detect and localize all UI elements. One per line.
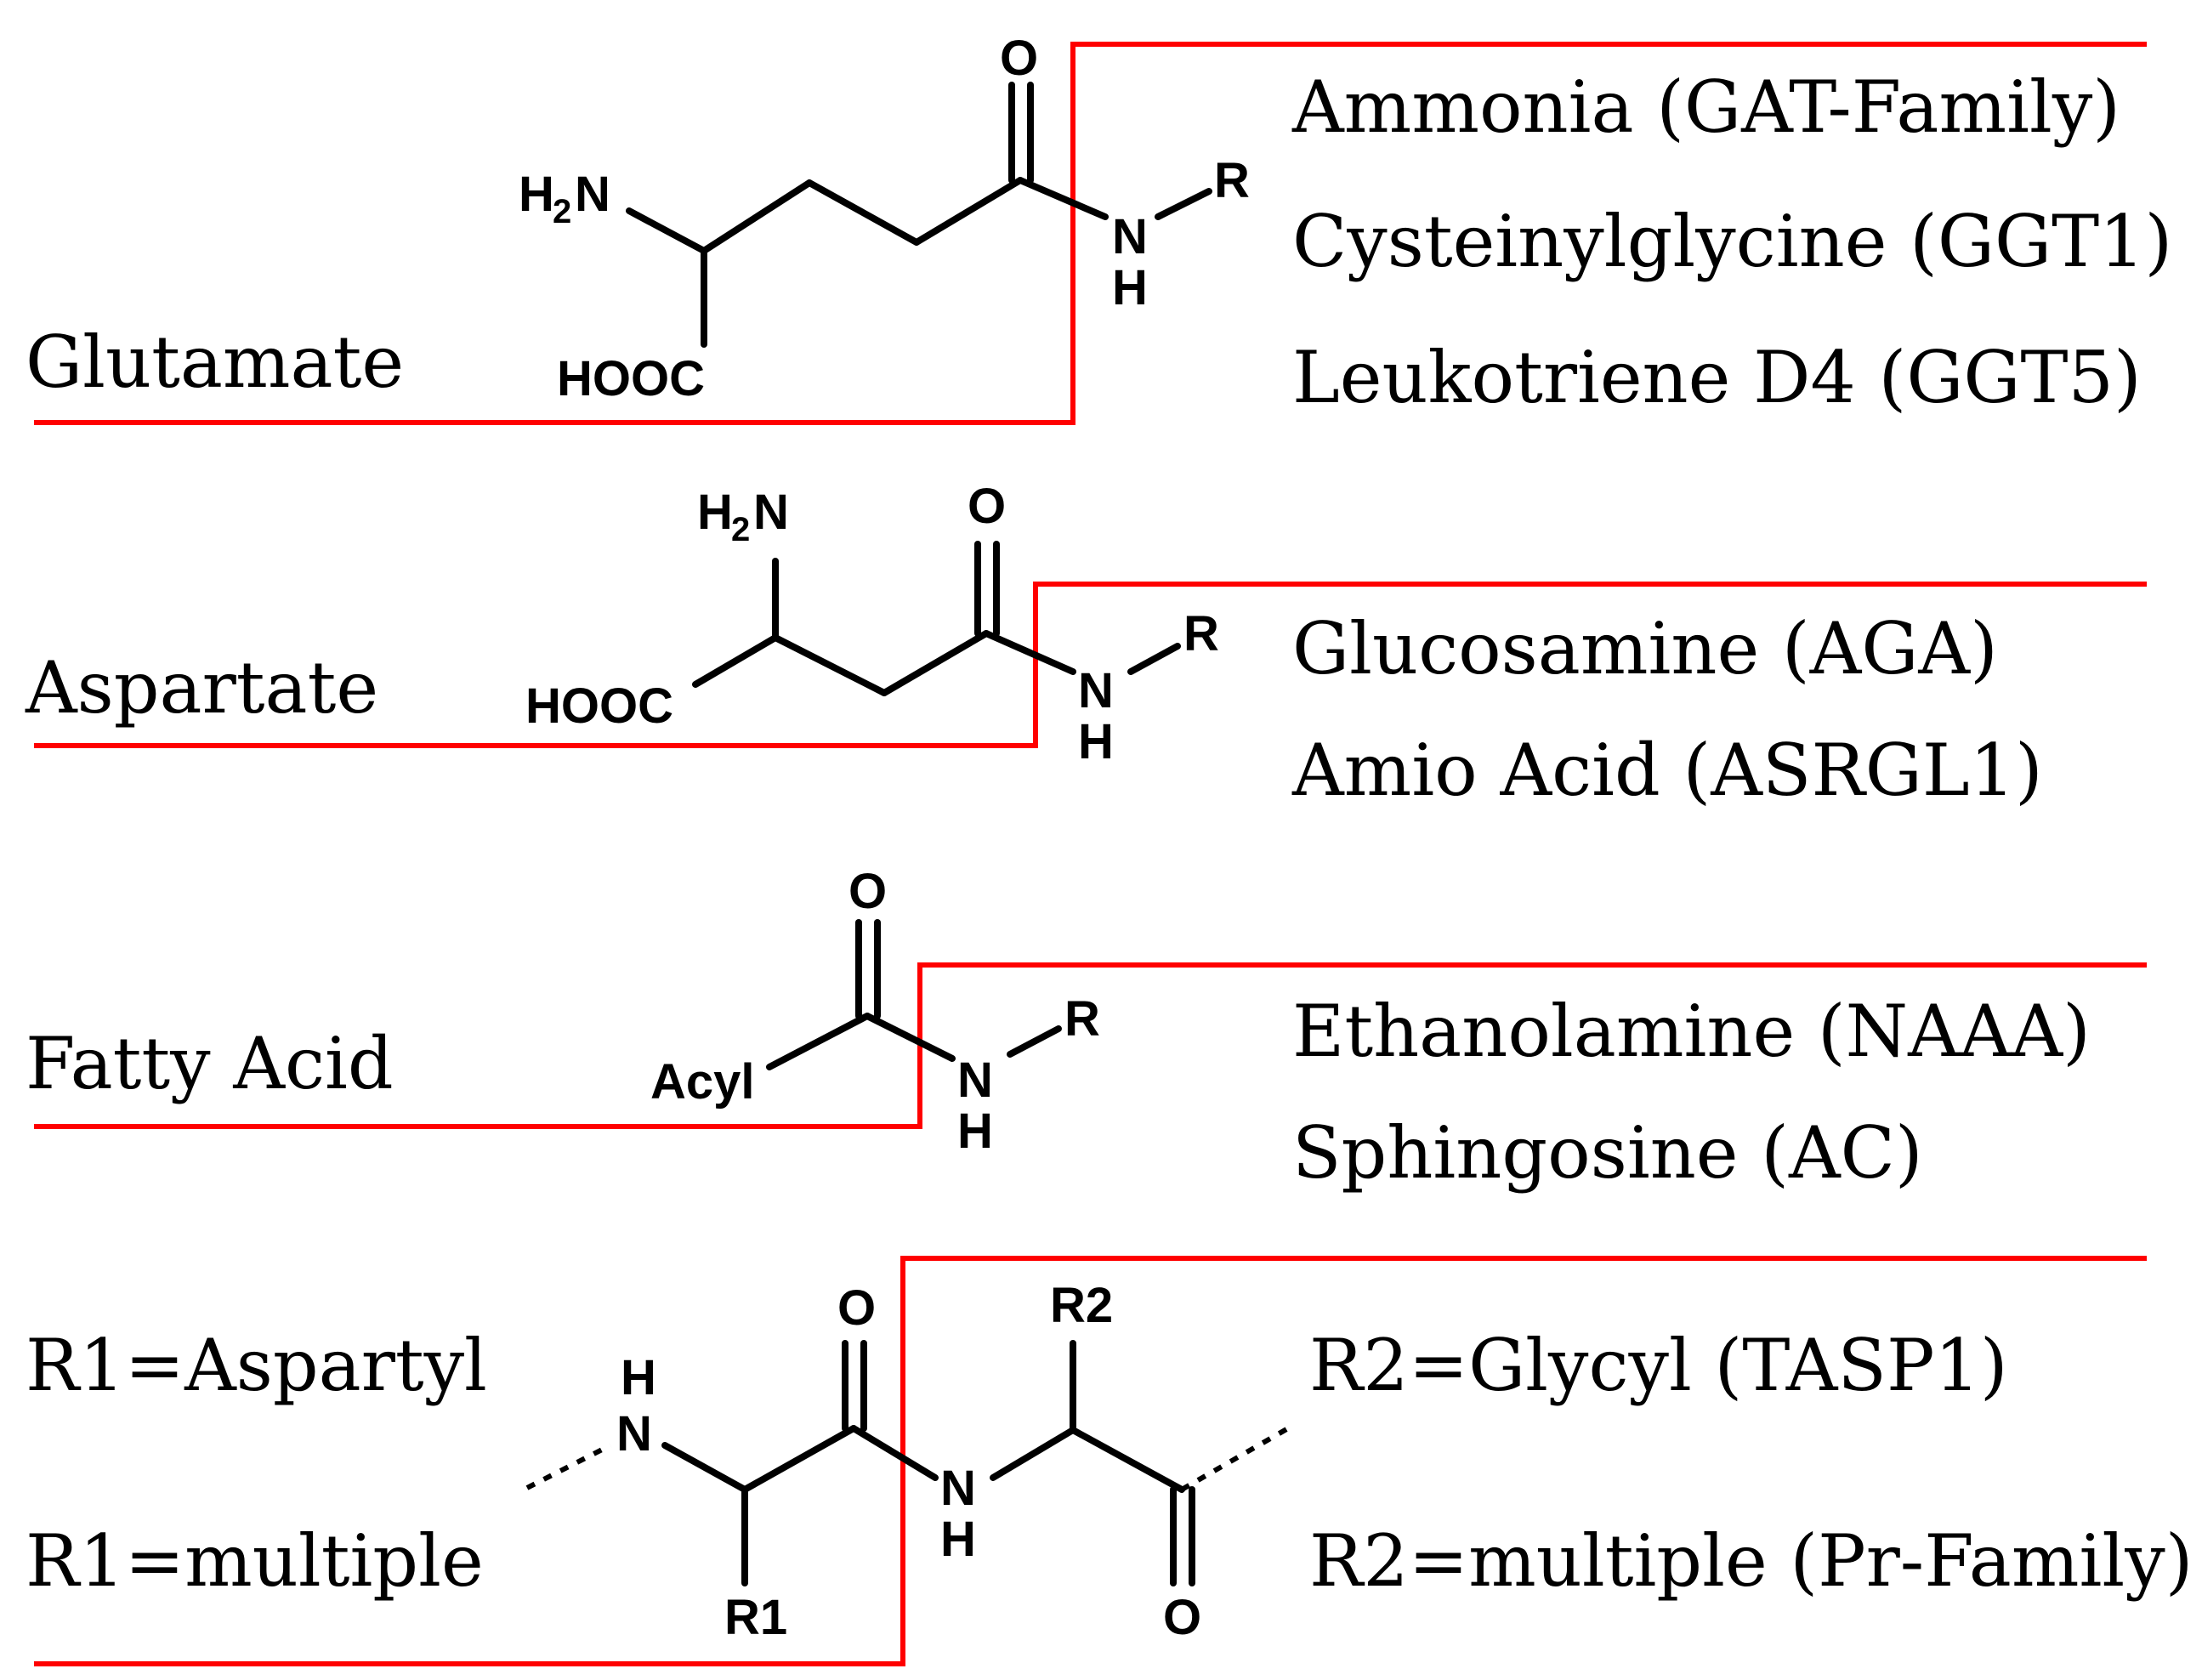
atom-amide-h: H (957, 1104, 993, 1159)
atom-acyl: Acyl (650, 1054, 755, 1110)
product-label-ethanolamine: Ethanolamine (NAAA) (1292, 990, 2091, 1073)
atom-n1-h: H (621, 1350, 656, 1405)
atom-subscript-2: 2 (731, 511, 750, 548)
donor-label-r1-aspartyl: R1=Aspartyl (26, 1324, 487, 1407)
product-label-ammonia: Ammonia (GAT-Family) (1291, 65, 2120, 149)
atom-n: N (575, 167, 610, 222)
atom-r: R (1214, 153, 1250, 208)
atom-o1: O (837, 1280, 876, 1336)
product-label-cysteinylglycine: Cysteinylglycine (GGT1) (1292, 200, 2172, 283)
donor-label-fatty-acid: Fatty Acid (26, 1022, 394, 1105)
row-peptide: R1=Aspartyl R1=multiple H N R1 O N H R2 … (26, 1256, 2193, 1666)
atom-n: N (753, 485, 789, 540)
atom-amide-h: H (1112, 260, 1148, 315)
aspartate-structure: H 2 N HOOC O N H R (525, 479, 1219, 769)
row-glutamate: Glutamate H 2 N HOOC O N H R Ammonia (GA… (26, 31, 2172, 425)
fatty-acid-structure: Acyl O N H R (650, 864, 1100, 1159)
cleavage-line-glutamate (34, 42, 2147, 425)
product-label-sphingosine: Sphingosine (AC) (1292, 1111, 1923, 1195)
donor-label-aspartate: Aspartate (25, 646, 378, 729)
atom-o2: O (1163, 1590, 1201, 1645)
row-fatty-acid: Fatty Acid Acyl O N H R Ethanolamine (NA… (26, 864, 2147, 1195)
atom-r: R (1064, 991, 1100, 1047)
glutamate-structure: H 2 N HOOC O N H R (519, 31, 1250, 406)
atom-amide-n: N (1078, 663, 1114, 718)
atom-o: O (968, 479, 1006, 534)
donor-label-glutamate: Glutamate (26, 321, 404, 404)
atom-subscript-2: 2 (553, 193, 571, 230)
atom-r: R (1183, 606, 1219, 661)
atom-hooc: HOOC (525, 678, 673, 734)
peptide-structure: H N R1 O N H R2 O (525, 1278, 1290, 1645)
atom-o: O (1000, 31, 1038, 86)
product-label-glucosamine: Glucosamine (AGA) (1292, 607, 1998, 690)
atom-amide-n: N (957, 1053, 993, 1108)
product-label-leukotriene: Leukotriene D4 (GGT5) (1292, 336, 2142, 419)
atom-n1: N (616, 1406, 652, 1461)
atom-r1: R1 (724, 1590, 787, 1645)
product-label-amino-acid: Amio Acid (ASRGL1) (1291, 729, 2043, 812)
atom-h: H (519, 167, 554, 222)
atom-amide-n: N (1112, 209, 1148, 264)
atom-n2-h: H (940, 1512, 976, 1567)
row-aspartate: Aspartate H 2 N HOOC O N H R Glucosamine… (25, 479, 2147, 812)
atom-r2: R2 (1050, 1278, 1113, 1333)
cleavage-line-aspartate (34, 582, 2147, 748)
atom-o: O (848, 864, 887, 919)
atom-h: H (697, 485, 733, 540)
atom-hooc: HOOC (557, 351, 705, 406)
product-label-r2-multiple: R2=multiple (Pr-Family) (1309, 1519, 2193, 1603)
atom-amide-h: H (1078, 714, 1114, 769)
donor-label-r1-multiple: R1=multiple (26, 1519, 484, 1603)
atom-n2: N (940, 1461, 976, 1516)
product-label-r2-glycyl: R2=Glycyl (TASP1) (1309, 1324, 2008, 1407)
